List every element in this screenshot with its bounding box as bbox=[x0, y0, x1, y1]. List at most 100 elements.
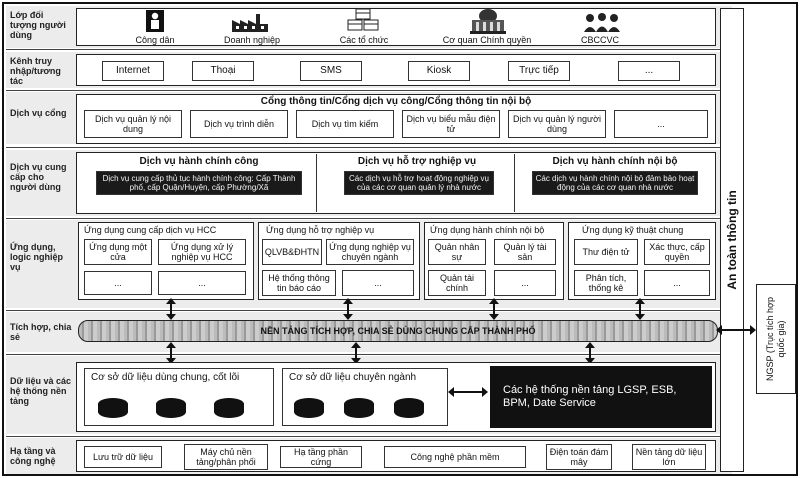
user-cac-to-chuc: Các tổ chức bbox=[339, 35, 389, 45]
app-support-more: ... bbox=[342, 270, 414, 296]
infra-cloud: Điện toán đám mây bbox=[546, 444, 612, 470]
user-co-quan-chinh-quyen: Cơ quan Chính quyền bbox=[442, 35, 532, 45]
portal-presentation: Dịch vụ trình diễn bbox=[190, 110, 288, 138]
platform-systems-label: Các hệ thống nền tảng LGSP, ESB, BPM, Da… bbox=[503, 384, 677, 409]
arrow-integration-ngsp bbox=[716, 325, 756, 335]
separator bbox=[6, 49, 732, 50]
infra-bigdata: Nền tảng dữ liệu lớn bbox=[632, 444, 706, 470]
boxes-icon bbox=[344, 8, 384, 36]
app-thu-dien-tu: Thư điện tử bbox=[574, 239, 638, 265]
database-icon bbox=[344, 398, 374, 418]
security-label: An toàn thông tin bbox=[725, 190, 739, 290]
database-icon bbox=[294, 398, 324, 418]
channel-internet: Internet bbox=[102, 61, 164, 81]
row-label-integration: Tích hợp, chia sẻ bbox=[10, 322, 72, 342]
channel-kiosk: Kiosk bbox=[408, 61, 470, 81]
separator bbox=[6, 436, 732, 437]
channel-truc-tiep: Trực tiếp bbox=[508, 61, 570, 81]
user-cbccvc: CBCCVC bbox=[580, 35, 619, 45]
separator bbox=[6, 354, 732, 355]
apps-support-title: Ứng dụng hỗ trợ nghiệp vụ bbox=[266, 225, 375, 235]
row-label-channels: Kênh truy nhập/tương tác bbox=[10, 56, 61, 86]
user-cong-dan: Công dân bbox=[135, 35, 175, 45]
database-icon bbox=[394, 398, 424, 418]
portal-eforms: Dịch vụ biểu mẫu điện tử bbox=[402, 110, 500, 138]
person-icon bbox=[144, 10, 166, 32]
service-internal-title: Dịch vụ hành chính nội bộ bbox=[552, 156, 678, 167]
integration-platform-bar: NỀN TẢNG TÍCH HỢP, CHIA SẺ DÙNG CHUNG CẤ… bbox=[78, 320, 718, 342]
channels-panel bbox=[76, 54, 716, 86]
integration-platform-label: NỀN TẢNG TÍCH HỢP, CHIA SẺ DÙNG CHUNG CẤ… bbox=[260, 326, 536, 336]
arrow-integration-data-3 bbox=[585, 342, 595, 364]
channel-thoai: Thoại bbox=[192, 61, 254, 81]
portal-more: ... bbox=[614, 110, 708, 138]
portal-content-mgmt: Dịch vụ quản lý nội dung bbox=[84, 110, 182, 138]
arrow-integration-data-1 bbox=[166, 342, 176, 364]
shared-db-title: Cơ sở dữ liệu dùng chung, cốt lõi bbox=[91, 372, 240, 383]
portal-title: Cổng thông tin/Cổng dịch vụ công/Cổng th… bbox=[260, 96, 532, 107]
row-label-portal: Dịch vụ cổng bbox=[10, 108, 67, 118]
factory-icon bbox=[230, 10, 270, 34]
arrow-apps-integration-3 bbox=[489, 298, 499, 320]
separator bbox=[6, 90, 732, 91]
specialized-db-title: Cơ sở dữ liệu chuyên ngành bbox=[289, 372, 417, 383]
security-column: An toàn thông tin bbox=[720, 8, 744, 472]
app-mot-cua: Ứng dụng một cửa bbox=[84, 239, 152, 265]
row-label-infra: Hạ tầng và công nghệ bbox=[10, 446, 56, 466]
channel-sms: SMS bbox=[300, 61, 362, 81]
infra-hardware: Hạ tầng phần cứng bbox=[280, 446, 362, 468]
app-xu-ly-hcc: Ứng dụng xử lý nghiệp vụ HCC bbox=[158, 239, 246, 265]
separator bbox=[6, 147, 732, 148]
app-tai-san: Quản lý tài sản bbox=[494, 239, 556, 265]
service-hcc-title: Dịch vụ hành chính công bbox=[139, 156, 259, 167]
service-support-title: Dịch vụ hỗ trợ nghiệp vụ bbox=[357, 156, 477, 167]
app-hcc-more-2: ... bbox=[158, 271, 246, 295]
channel-more: ... bbox=[618, 61, 680, 81]
arrow-apps-integration-4 bbox=[635, 298, 645, 320]
apps-hcc-title: Ứng dụng cung cấp dịch vụ HCC bbox=[84, 225, 217, 235]
separator bbox=[6, 218, 732, 219]
portal-panel bbox=[76, 94, 716, 144]
app-bao-cao: Hệ thống thông tin báo cáo bbox=[262, 270, 336, 296]
row-label-apps: Ứng dụng, logic nghiệp vụ bbox=[10, 242, 63, 272]
apps-tech-title: Ứng dụng kỹ thuật chung bbox=[582, 225, 684, 235]
infra-storage: Lưu trữ dữ liệu bbox=[84, 446, 162, 468]
service-support-desc: Các dịch vụ hỗ trợ hoạt động nghiệp vụ c… bbox=[344, 171, 494, 195]
app-hcc-more-1: ... bbox=[84, 271, 152, 295]
app-nhan-su: Quản nhân sự bbox=[428, 239, 486, 265]
service-internal-desc: Các dịch vụ hành chính nội bộ đảm bảo ho… bbox=[532, 171, 698, 195]
apps-internal-title: Ứng dụng hành chính nội bộ bbox=[430, 225, 545, 235]
ngsp-label: NGSP (Trục tích hợp quốc gia) bbox=[765, 297, 786, 381]
app-phan-tich: Phân tích, thống kê bbox=[574, 270, 638, 296]
app-tech-more: ... bbox=[644, 270, 710, 296]
infra-software: Công nghệ phần mềm bbox=[384, 446, 526, 468]
platform-systems-box: Các hệ thống nền tảng LGSP, ESB, BPM, Da… bbox=[490, 366, 712, 428]
database-icon bbox=[98, 398, 128, 418]
portal-search: Dịch vụ tìm kiếm bbox=[296, 110, 394, 138]
service-hcc-desc: Dịch vụ cung cấp thủ tục hành chính công… bbox=[96, 171, 302, 195]
app-tai-chinh: Quản tài chính bbox=[428, 270, 486, 296]
portal-user-mgmt: Dịch vụ quản lý người dùng bbox=[508, 110, 606, 138]
app-qlvb: QLVB&ĐHTN bbox=[262, 239, 322, 265]
row-label-services: Dịch vụ cung cấp cho người dùng bbox=[10, 162, 67, 192]
ngsp-box: NGSP (Trục tích hợp quốc gia) bbox=[756, 284, 796, 394]
app-chuyen-nganh: Ứng dụng nghiệp vụ chuyên ngành bbox=[326, 239, 414, 265]
group-people-icon bbox=[582, 12, 622, 34]
arrow-integration-data-2 bbox=[351, 342, 361, 364]
user-doanh-nghiep: Doanh nghiệp bbox=[223, 35, 281, 45]
service-divider bbox=[514, 154, 515, 212]
row-label-users: Lớp đối tượng người dùng bbox=[10, 10, 66, 40]
government-building-icon bbox=[466, 8, 510, 36]
database-icon bbox=[214, 398, 244, 418]
infra-servers: Máy chủ nền tảng/phân phối bbox=[184, 444, 268, 470]
database-icon bbox=[156, 398, 186, 418]
arrow-data-platform bbox=[448, 387, 488, 397]
app-internal-more: ... bbox=[494, 270, 556, 296]
row-label-data: Dữ liệu và các hệ thống nền tảng bbox=[10, 376, 72, 406]
separator bbox=[6, 310, 732, 311]
app-xac-thuc: Xác thực, cấp quyền bbox=[644, 239, 710, 265]
arrow-apps-integration-1 bbox=[166, 298, 176, 320]
arrow-apps-integration-2 bbox=[343, 298, 353, 320]
service-divider bbox=[316, 154, 317, 212]
